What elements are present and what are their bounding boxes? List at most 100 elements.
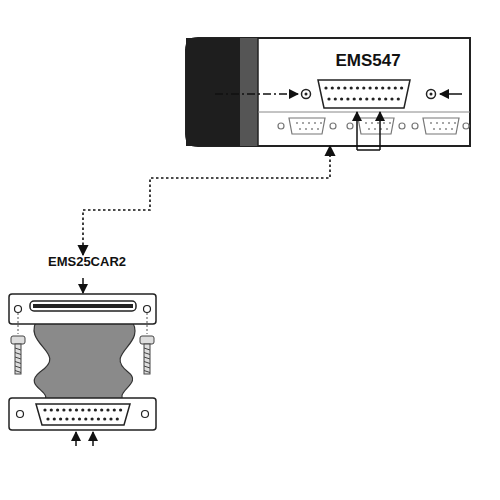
adapter-box: EMS25CAR2	[8, 255, 166, 433]
screw-thread	[15, 366, 21, 368]
pin-dot	[430, 122, 432, 124]
pin-dot	[365, 97, 368, 100]
pin-dot	[84, 417, 87, 420]
part-name: EMS25CAR2	[8, 255, 166, 269]
pin-dot	[433, 128, 435, 130]
pin-dot	[299, 128, 301, 130]
pin-dot	[327, 97, 330, 100]
pin-dot	[371, 122, 373, 124]
pin-dot	[353, 97, 356, 100]
pin-dot	[383, 122, 385, 124]
pin-dot	[314, 122, 316, 124]
pin-dot	[448, 122, 450, 124]
pin-dot	[362, 86, 365, 89]
pin-dot	[53, 417, 56, 420]
pin-dot	[369, 86, 372, 89]
pin-dot	[331, 86, 334, 89]
screw-thread	[144, 353, 150, 355]
pin-dot	[56, 408, 59, 411]
pin-dot	[451, 128, 453, 130]
pin-dot	[50, 408, 53, 411]
adapter-illustration	[9, 278, 156, 446]
screw-arrows	[215, 94, 462, 150]
pin-dot	[305, 128, 307, 130]
pin-dot	[320, 122, 322, 124]
pin-dot	[343, 86, 346, 89]
pin-dot	[340, 97, 343, 100]
db25-connector	[302, 80, 436, 108]
pin-dot	[65, 417, 68, 420]
pin-dot	[439, 128, 441, 130]
pin-dot	[372, 97, 375, 100]
pin-dot	[390, 97, 393, 100]
pin-dot	[94, 408, 97, 411]
pin-dot	[69, 408, 72, 411]
pin-dot	[384, 97, 387, 100]
pin-dot	[81, 408, 84, 411]
pin-dot	[296, 122, 298, 124]
dotted-connector	[83, 146, 330, 255]
pin-dot	[75, 408, 78, 411]
pin-dot	[62, 408, 65, 411]
screw-thread	[144, 362, 150, 364]
pin-dot	[106, 408, 109, 411]
screw-thread	[144, 366, 150, 368]
screw-thread	[15, 348, 21, 350]
pin-dot	[317, 128, 319, 130]
screw-thread	[15, 371, 21, 373]
pin-dot	[302, 122, 304, 124]
pin-dot	[100, 408, 103, 411]
device-box: EMS547	[186, 38, 478, 146]
screw-thread	[144, 371, 150, 373]
pin-dot	[109, 417, 112, 420]
pin-dot	[389, 122, 391, 124]
screw-thread	[144, 357, 150, 359]
pin-dot	[43, 408, 46, 411]
pin-dot	[334, 97, 337, 100]
pin-dot	[119, 408, 122, 411]
pin-dot	[46, 417, 49, 420]
pin-dot	[397, 97, 400, 100]
pin-dot	[97, 417, 100, 420]
pin-dot	[442, 122, 444, 124]
de9-connectors	[278, 118, 469, 134]
part-name: EMS547	[258, 52, 478, 71]
pin-dot	[394, 86, 397, 89]
pin-dot	[378, 97, 381, 100]
pin-dot	[113, 408, 116, 411]
device-housing	[186, 38, 470, 146]
pin-dot	[386, 128, 388, 130]
screw-thread	[144, 348, 150, 350]
pin-dot	[103, 417, 106, 420]
pin-dot	[346, 97, 349, 100]
pin-dot	[381, 86, 384, 89]
pin-dot	[445, 128, 447, 130]
pin-dot	[350, 86, 353, 89]
pin-dot	[59, 417, 62, 420]
screw-thread	[15, 353, 21, 355]
pin-dot	[368, 128, 370, 130]
pin-dot	[308, 122, 310, 124]
screw-thread	[15, 362, 21, 364]
screw-thread	[15, 357, 21, 359]
pin-dot	[375, 86, 378, 89]
pin-dot	[91, 417, 94, 420]
pin-dot	[324, 86, 327, 89]
pin-dot	[454, 122, 456, 124]
pin-dot	[359, 97, 362, 100]
pin-dot	[400, 86, 403, 89]
pin-dot	[88, 408, 91, 411]
pin-dot	[387, 86, 390, 89]
pin-dot	[72, 417, 75, 420]
pin-dot	[374, 128, 376, 130]
pin-dot	[436, 122, 438, 124]
pin-dot	[356, 86, 359, 89]
pin-dot	[365, 122, 367, 124]
pin-dot	[78, 417, 81, 420]
pin-dot	[116, 417, 119, 420]
pin-dot	[311, 128, 313, 130]
pin-dot	[377, 122, 379, 124]
pin-dot	[337, 86, 340, 89]
